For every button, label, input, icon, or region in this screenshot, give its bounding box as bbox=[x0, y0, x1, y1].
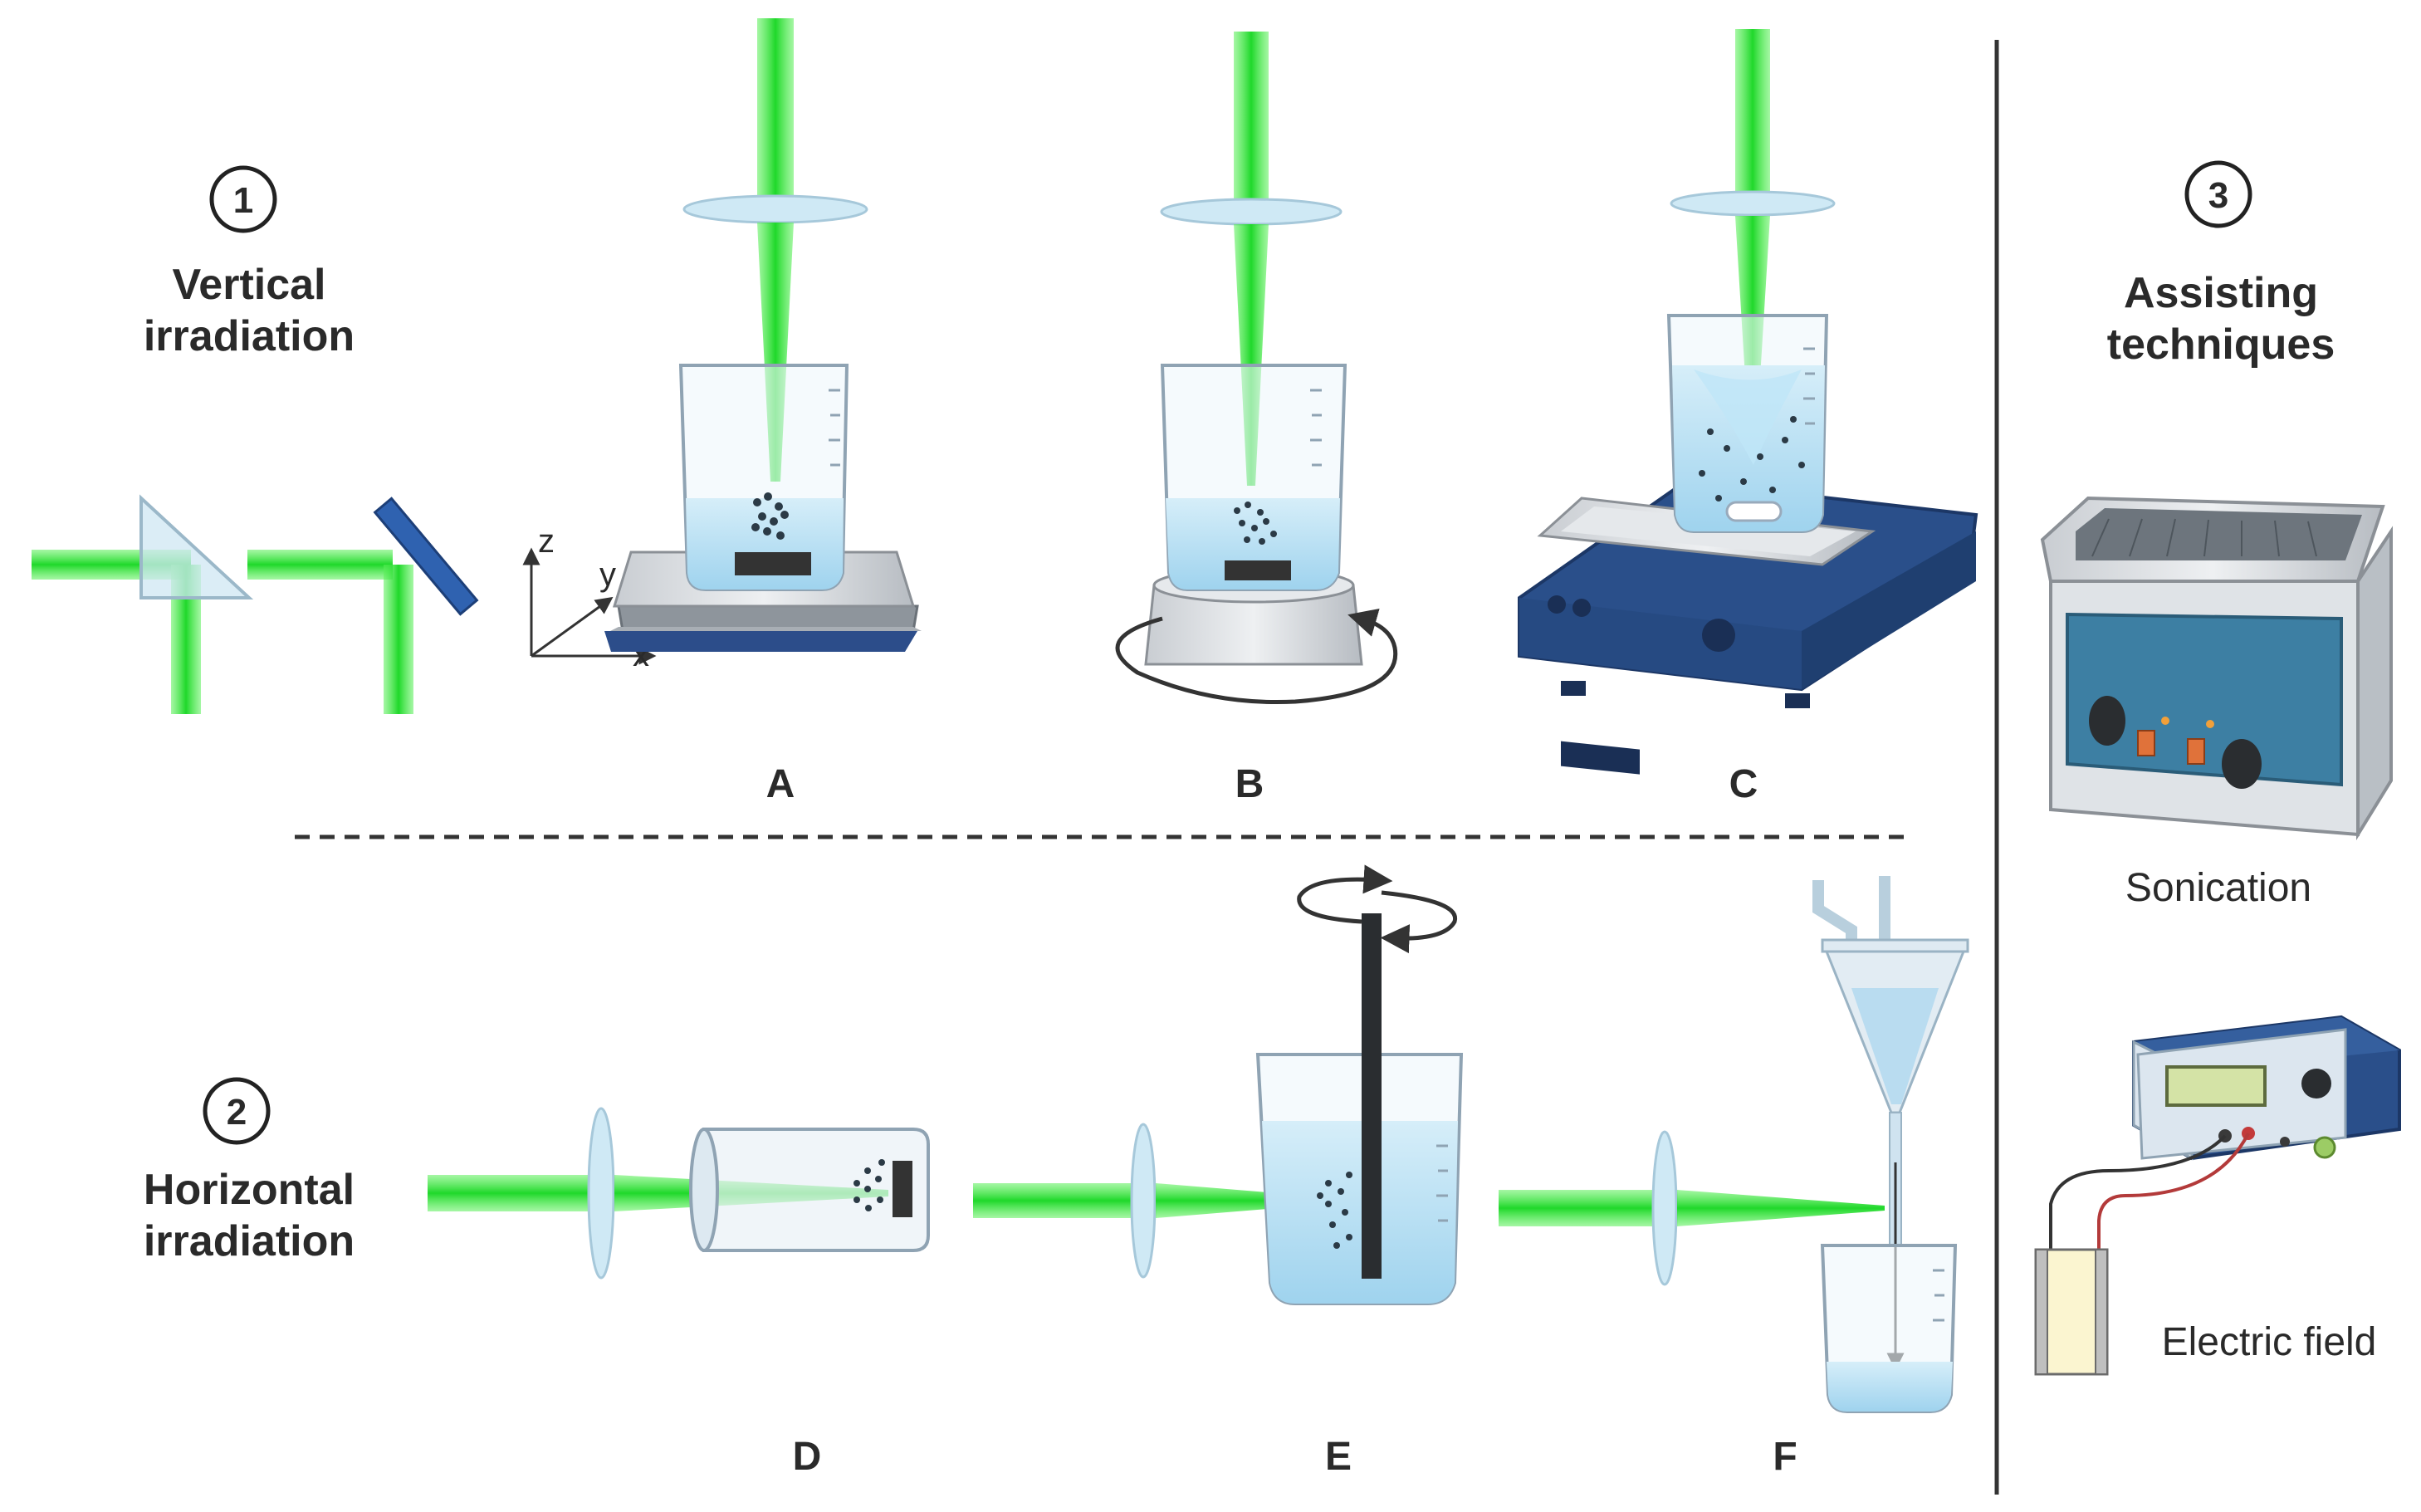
vortex bbox=[1694, 369, 1802, 465]
focusing-lens bbox=[1651, 1130, 1678, 1286]
display-screen bbox=[2165, 1065, 2267, 1107]
focusing-lens bbox=[1130, 1123, 1157, 1279]
target bbox=[735, 552, 811, 575]
focused-laser-beam bbox=[757, 223, 794, 482]
technique-label-electric-field: Electric field bbox=[2162, 1320, 2377, 1364]
focusing-lens bbox=[1160, 198, 1343, 226]
panel-b-setup bbox=[1115, 32, 1398, 705]
panel-f-setup bbox=[1499, 876, 1969, 1413]
panel-a-setup bbox=[604, 18, 922, 652]
liquid bbox=[1262, 1121, 1458, 1304]
beam-folding-optics bbox=[32, 494, 479, 714]
section-number: 1 bbox=[233, 180, 253, 221]
target bbox=[893, 1161, 912, 1217]
coordinate-axes bbox=[522, 547, 657, 665]
section-title-line1: Horizontal bbox=[144, 1166, 355, 1214]
focused-laser-beam bbox=[1234, 224, 1269, 486]
stir-bar bbox=[1725, 501, 1783, 522]
control-knob bbox=[2089, 696, 2125, 746]
target bbox=[1225, 560, 1291, 580]
indicator-light bbox=[2313, 1136, 2336, 1159]
rotation-arrow bbox=[1115, 608, 1398, 705]
prism bbox=[139, 494, 254, 599]
focusing-lens bbox=[1670, 190, 1836, 217]
technique-label-sonication: Sonication bbox=[2125, 866, 2311, 910]
panel-label-d: D bbox=[793, 1435, 822, 1479]
rotating-target-rod bbox=[1362, 913, 1382, 1279]
focused-laser-beam bbox=[1677, 1190, 1885, 1226]
section-title-line2: techniques bbox=[2107, 321, 2335, 369]
laser-beam bbox=[428, 1175, 602, 1211]
section-3-header: 3 Assisting techniques bbox=[2107, 160, 2335, 369]
section-number-badge bbox=[2184, 160, 2252, 228]
panel-d-setup bbox=[428, 1107, 930, 1280]
control-panel bbox=[2066, 612, 2343, 787]
wire-black bbox=[2049, 1134, 2227, 1250]
focusing-lens bbox=[682, 194, 868, 224]
laser-beam bbox=[973, 1183, 1143, 1218]
focusing-lens bbox=[587, 1107, 615, 1280]
switch bbox=[2137, 730, 2155, 756]
laser-beam bbox=[1234, 32, 1269, 206]
laser-beam bbox=[757, 18, 794, 209]
laser-beam bbox=[384, 565, 413, 714]
control-knob bbox=[2222, 739, 2262, 789]
panel-label-b: B bbox=[1235, 762, 1264, 806]
laser-beam bbox=[1499, 1190, 1665, 1226]
wire-red bbox=[2097, 1133, 2250, 1250]
control-knob bbox=[1702, 619, 1735, 652]
axis-label-z: z bbox=[538, 523, 555, 560]
cuvette bbox=[702, 1128, 930, 1252]
section-2-header: 2 Horizontal irradiation bbox=[144, 1077, 355, 1265]
section-number: 2 bbox=[227, 1092, 247, 1133]
mirror bbox=[373, 497, 479, 616]
sonicator-illustration bbox=[2040, 496, 2393, 841]
panel-label-f: F bbox=[1773, 1435, 1797, 1479]
panel-e-setup bbox=[973, 864, 1464, 1305]
laser-beam bbox=[247, 550, 393, 580]
section-title-line1: Assisting bbox=[2124, 269, 2318, 317]
panel-label-e: E bbox=[1325, 1435, 1352, 1479]
axis-label-y: y bbox=[599, 556, 616, 593]
panel-label-a: A bbox=[766, 762, 795, 806]
section-title-line2: irradiation bbox=[144, 1217, 355, 1265]
section-title-line1: Vertical bbox=[172, 261, 325, 309]
section-title-line2: irradiation bbox=[144, 312, 355, 360]
liquid bbox=[686, 498, 844, 590]
rotation-arrow bbox=[1297, 864, 1393, 924]
switch bbox=[2187, 738, 2205, 765]
focused-laser-beam bbox=[1156, 1183, 1328, 1218]
section-number-badge bbox=[209, 165, 277, 233]
panel-label-c: C bbox=[1729, 762, 1758, 806]
section-number: 3 bbox=[2208, 175, 2228, 216]
panel-c-setup bbox=[1518, 29, 1978, 775]
control-knob bbox=[2301, 1069, 2331, 1099]
laser-beam bbox=[1735, 29, 1770, 203]
section-1-header: 1 Vertical irradiation bbox=[144, 165, 355, 360]
rotation-arrow bbox=[1380, 890, 1458, 954]
section-number-badge bbox=[203, 1077, 271, 1145]
power-supply-illustration bbox=[2034, 1015, 2401, 1376]
liquid bbox=[1166, 498, 1340, 590]
